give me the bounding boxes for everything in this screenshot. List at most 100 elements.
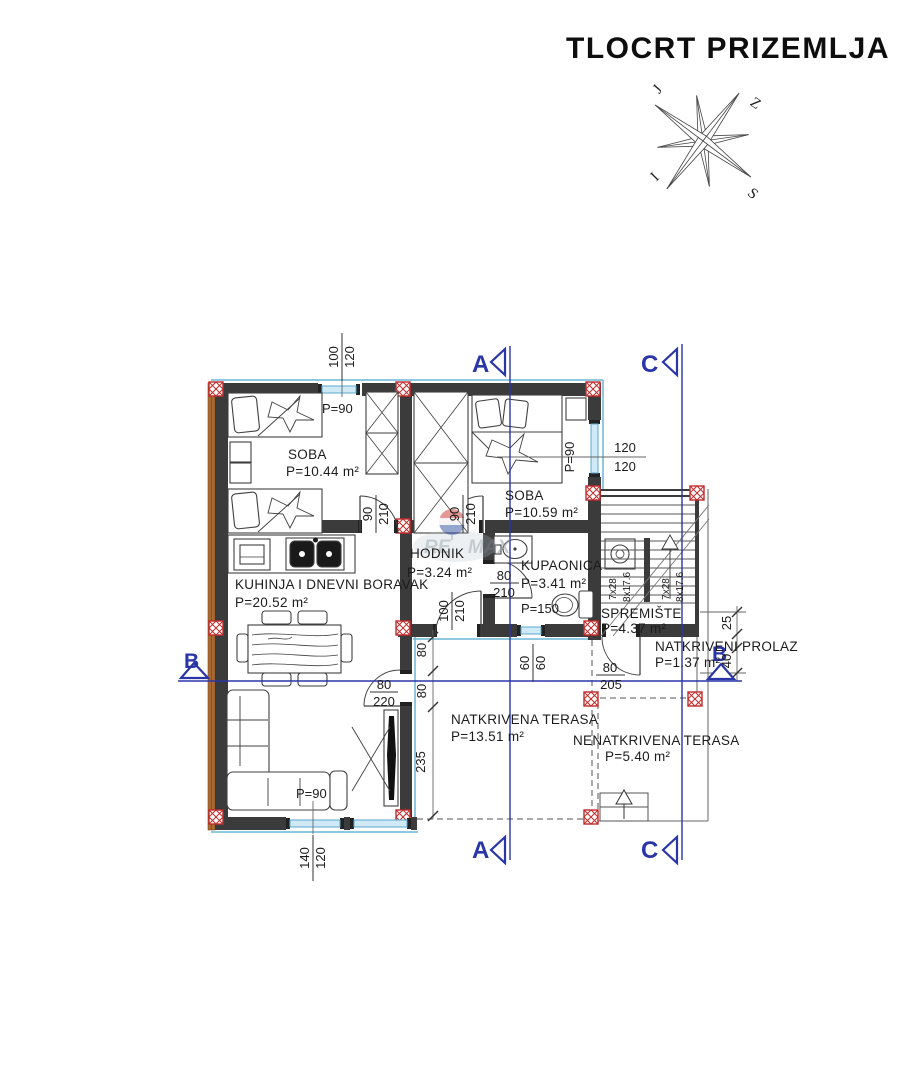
- dim-door-entrance-h: 210: [452, 600, 467, 622]
- room-label-kupaonica: KUPAONICA: [521, 558, 602, 573]
- compass-letter-s: S: [744, 185, 761, 203]
- dim-right-40: 40: [719, 654, 734, 668]
- toilet: [551, 590, 594, 619]
- room-area-nenatkrivena-terasa: P=5.40 m²: [605, 749, 671, 764]
- dim-terrace-80a: 80: [414, 643, 429, 657]
- stair-rise-label-2: 8x17.6: [675, 572, 686, 602]
- compass-letter-i: I: [648, 170, 663, 185]
- watermark-text-right: MAX: [468, 537, 512, 558]
- bathroom-sink: [493, 535, 533, 564]
- tv-unit: [351, 709, 399, 807]
- parapet-window-top: P=90: [322, 401, 353, 416]
- door-soba1: [358, 495, 399, 534]
- dim-door-soba1-w: 90: [360, 507, 375, 521]
- room-label-soba1: SOBA: [288, 447, 327, 462]
- wardrobe-soba2: [413, 391, 469, 534]
- room-area-prolaz: P=1.37 m²: [655, 655, 721, 670]
- dim-door-entrance: 100 210: [436, 592, 467, 630]
- column: [689, 485, 705, 501]
- dim-window-top: 100 120: [326, 333, 357, 381]
- room-label-spremiste: SPREMIŠTE: [601, 606, 682, 621]
- facade-insulation-strip: [207, 382, 216, 831]
- dim-door-soba2: 90 210: [447, 495, 478, 533]
- furniture-kitchen-living: [226, 534, 399, 811]
- dim-door-spremiste: 80 205: [596, 660, 625, 692]
- dim-right-25: 25: [719, 616, 734, 630]
- glazed-terrace-door: [350, 818, 411, 829]
- dim-window-bath: 60 60: [517, 644, 548, 682]
- room-area-hodnik: P=3.24 m²: [407, 565, 473, 580]
- column: [583, 809, 599, 825]
- dim-window-right-w: 120: [614, 440, 636, 455]
- dim-door-living-h: 220: [373, 694, 395, 709]
- dim-window-bath-w: 60: [517, 656, 532, 670]
- dim-window-bottom: 140 120: [297, 835, 328, 881]
- room-area-kupaonica: P=3.41 m²: [521, 576, 587, 591]
- kitchen-sink: [285, 537, 345, 571]
- column: [583, 620, 599, 636]
- dim-window-bottom-w: 140: [297, 847, 312, 869]
- furniture-soba2: [413, 391, 587, 534]
- dim-door-soba1: 90 210: [360, 495, 391, 533]
- dim-door-kupaonica: 80 210: [490, 568, 519, 600]
- dim-window-bath-h: 60: [533, 656, 548, 670]
- section-label-a-top: A: [472, 351, 489, 378]
- room-area-spremiste: P=4.37 m²: [601, 621, 667, 636]
- section-arrow-b-right: [705, 662, 737, 681]
- dim-door-kupaonica-h: 210: [493, 585, 515, 600]
- dim-terrace-80b: 80: [414, 684, 429, 698]
- door-spremiste: [601, 624, 641, 676]
- room-label-natkrivena-terasa: NATKRIVENA TERASA: [451, 712, 598, 727]
- wardrobe-soba1: [365, 391, 399, 475]
- dim-window-top-w: 100: [326, 346, 341, 368]
- dim-door-spremiste-h: 205: [600, 677, 622, 692]
- room-label-nenatkrivena-terasa: NENATKRIVENA TERASA: [573, 733, 740, 748]
- dim-door-living: 80 220: [370, 677, 398, 709]
- dim-window-top-h: 120: [342, 346, 357, 368]
- dim-window-right-h: 120: [614, 459, 636, 474]
- column: [583, 691, 599, 707]
- windows: [286, 384, 600, 829]
- column: [395, 620, 411, 636]
- dimension-lines: [312, 381, 746, 834]
- section-label-c-top: C: [641, 351, 658, 378]
- section-label-b-left: B: [184, 650, 199, 673]
- room-area-soba2: P=10.59 m²: [505, 505, 578, 520]
- column: [687, 691, 703, 707]
- furniture-soba1: [227, 391, 399, 534]
- watermark: RE MAX: [413, 509, 512, 562]
- compass-rose: J Z I S: [648, 82, 764, 203]
- dim-terrace-235: 235: [413, 751, 428, 773]
- room-labels: SOBA P=10.44 m² SOBA P=10.59 m² HODNIK P…: [235, 447, 798, 764]
- dim-door-entrance-w: 100: [436, 600, 451, 622]
- bathroom-fixtures: [493, 535, 636, 619]
- parapet-window-bottom: P=90: [296, 786, 327, 801]
- section-lines: A A C C B B: [178, 344, 742, 866]
- column: [585, 381, 601, 397]
- watermark-balloon: [439, 509, 465, 540]
- column: [208, 620, 224, 636]
- dim-window-bottom-h: 120: [313, 847, 328, 869]
- dim-door-soba2-w: 90: [447, 507, 462, 521]
- room-label-soba2: SOBA: [505, 488, 544, 503]
- column: [585, 485, 601, 501]
- room-area-soba1: P=10.44 m²: [286, 464, 359, 479]
- dimension-ticks: [427, 606, 743, 822]
- section-label-c-bottom: C: [641, 837, 658, 864]
- insulation-outline: [211, 379, 604, 833]
- dining-table: [236, 610, 353, 687]
- room-label-hodnik: HODNIK: [410, 546, 464, 561]
- section-label-b-right: B: [712, 643, 727, 666]
- entry-step: [599, 788, 649, 822]
- section-arrow-b-left: [178, 661, 211, 680]
- dim-door-soba2-h: 210: [463, 503, 478, 525]
- toilet-height-label: P=150: [521, 601, 559, 616]
- window-bottom: [286, 818, 344, 829]
- section-arrow-a-bottom: [489, 834, 507, 866]
- door-entrance: [433, 590, 482, 638]
- stairs: [600, 504, 710, 637]
- stair-run-label-1: 7x28: [608, 578, 619, 600]
- sofa: [226, 689, 348, 811]
- page-title: TLOCRT PRIZEMLJA: [566, 32, 890, 65]
